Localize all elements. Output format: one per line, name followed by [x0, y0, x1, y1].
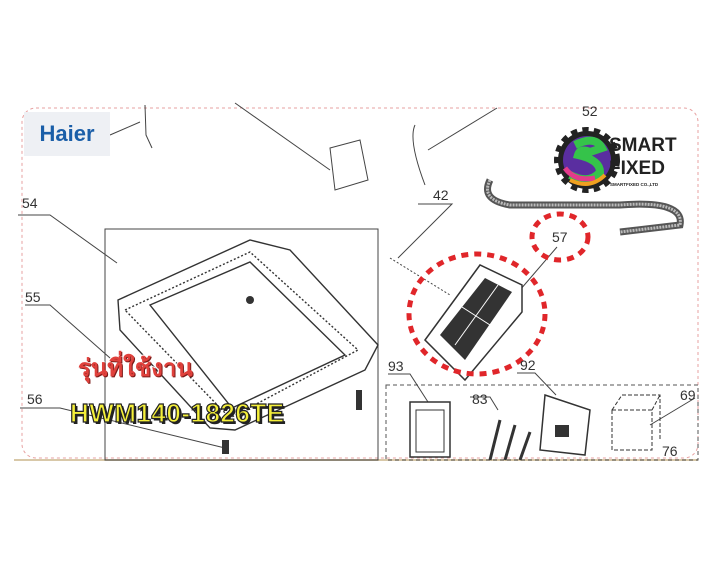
part-label-52: 52	[582, 103, 598, 119]
smartfixed-logo: SMART FIXED SMARTFIXED CO.,LTD	[542, 119, 677, 193]
label-57-highlight	[529, 211, 591, 263]
accessories-box	[385, 384, 699, 461]
filter-highlight	[406, 251, 548, 377]
part-label-55: 55	[25, 289, 41, 305]
part-label-57: 57	[552, 229, 568, 245]
part-label-69: 69	[680, 387, 696, 403]
part-label-42: 42	[433, 187, 449, 203]
part-bracket	[329, 139, 369, 191]
base-frame	[117, 239, 379, 431]
logo-line1: SMART	[609, 135, 677, 156]
part-label-83: 83	[472, 391, 488, 407]
haier-logo-text: Haier	[39, 121, 95, 146]
leader-lines	[18, 102, 696, 449]
part-label-56: 56	[27, 391, 43, 407]
part-label-92: 92	[520, 357, 536, 373]
screw-part	[222, 440, 229, 454]
logo-line2: FIXED	[609, 158, 665, 179]
foot-part	[246, 296, 254, 304]
accessory-parts	[409, 393, 661, 461]
model-number: HWM140-1826TE	[69, 397, 285, 428]
screw-part	[356, 390, 362, 410]
thai-caption: รุ่นที่ใช้งาน	[78, 354, 193, 382]
logo-subtitle: SMARTFIXED CO.,LTD	[610, 182, 659, 187]
haier-logo: Haier	[24, 112, 110, 156]
lint-filter	[389, 257, 523, 382]
part-label-54: 54	[22, 195, 38, 211]
drain-hose-ribs	[486, 179, 682, 234]
part-label-93: 93	[388, 358, 404, 374]
diagram-frame	[21, 107, 699, 459]
part-label-76: 76	[662, 443, 678, 459]
